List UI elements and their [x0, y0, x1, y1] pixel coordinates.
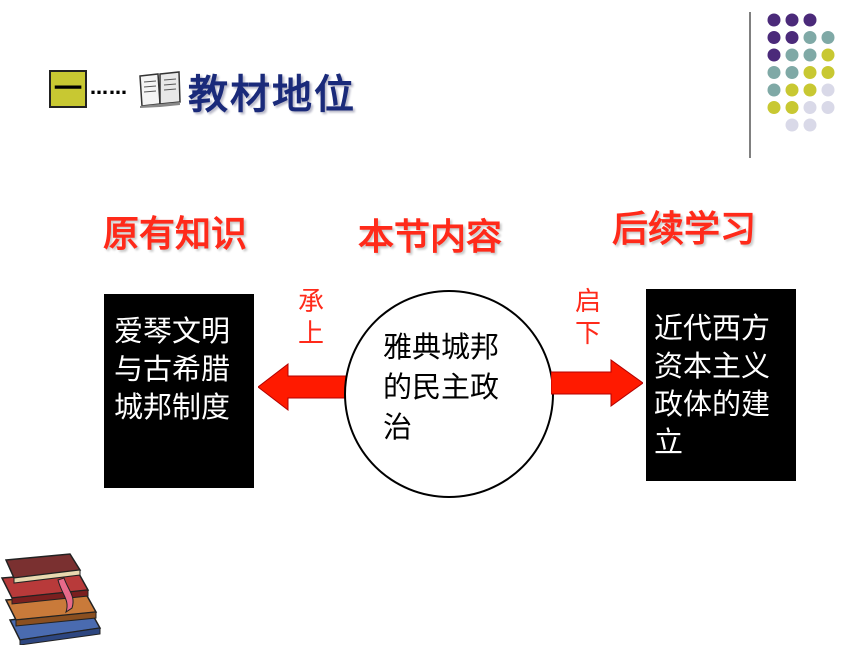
label-lead: 启 下: [573, 286, 603, 350]
books-stack-icon: [0, 553, 102, 645]
decorative-dot: [803, 48, 817, 62]
decorative-dot: [803, 31, 817, 44]
decorative-dot: [767, 48, 781, 62]
decorative-dot: [785, 118, 799, 132]
label-inherit-1: 承: [297, 287, 324, 317]
heading-this-section: 本节内容: [358, 217, 503, 258]
follow-up-box: 近代西方 资本主义 政体的建 立: [646, 289, 796, 481]
decorative-dot: [785, 13, 799, 27]
heading-follow-up: 后续学习: [612, 209, 757, 250]
follow-line-2: 资本主义: [654, 349, 771, 383]
prior-knowledge-box: 爱琴文明 与古希腊 城邦制度: [104, 294, 254, 488]
decorative-dot: [821, 48, 835, 62]
decorative-dot-grid: [767, 13, 835, 132]
prior-line-2: 与古希腊: [114, 352, 231, 386]
follow-line-1: 近代西方: [654, 311, 771, 345]
label-lead-2: 下: [574, 319, 601, 349]
decorative-dot: [767, 13, 781, 27]
current-topic-text: 雅典城邦 的民主政 治: [383, 327, 523, 447]
topic-line-2: 的民主政: [383, 370, 500, 404]
current-topic-circle: [344, 290, 554, 498]
decorative-dot: [821, 83, 835, 97]
decorative-dot: [785, 31, 799, 44]
decorative-divider: [749, 12, 751, 158]
heading-prior-knowledge: 原有知识: [103, 214, 248, 255]
decorative-dot: [803, 101, 817, 114]
follow-line-4: 立: [654, 425, 684, 459]
prior-line-1: 爱琴文明: [114, 314, 231, 348]
book-icon: [139, 71, 181, 108]
decorative-dot: [785, 101, 799, 114]
left-arrow: [258, 362, 346, 412]
page-title: 教材地位: [188, 72, 356, 118]
leader-dots: ……: [90, 78, 128, 99]
topic-line-1: 雅典城邦: [383, 330, 500, 364]
decorative-dot: [821, 101, 835, 114]
section-number-box: 一: [49, 70, 87, 108]
decorative-dot: [785, 83, 799, 97]
label-inherit: 承 上: [296, 286, 326, 350]
decorative-dot: [803, 83, 817, 97]
label-lead-1: 启: [574, 287, 601, 317]
decorative-dot: [767, 31, 781, 44]
decorative-dot: [785, 66, 799, 79]
decorative-dot: [767, 83, 781, 97]
topic-line-3: 治: [383, 410, 413, 444]
decorative-dot: [821, 66, 835, 79]
prior-line-3: 城邦制度: [114, 390, 231, 424]
decorative-dot: [803, 66, 817, 79]
right-arrow: [551, 359, 643, 407]
follow-line-3: 政体的建: [654, 387, 771, 421]
decorative-dot: [767, 66, 781, 79]
decorative-dot: [821, 31, 835, 44]
decorative-dot: [785, 48, 799, 62]
decorative-dot: [803, 118, 817, 132]
decorative-dot: [767, 101, 781, 114]
section-number: 一: [53, 72, 82, 105]
label-inherit-2: 上: [297, 319, 324, 349]
decorative-dot: [803, 13, 817, 27]
